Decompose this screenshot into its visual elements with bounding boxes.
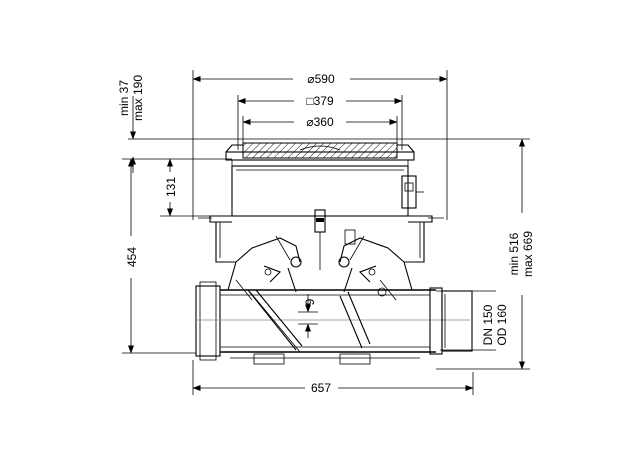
dimension-657: 657 <box>192 360 474 395</box>
total-height-min: min 516 <box>507 232 521 275</box>
dimension-590: ⌀590 <box>192 70 448 220</box>
water-seal-label: 9 <box>303 298 317 305</box>
pipe-dn: DN 150 <box>481 304 495 345</box>
pipe-body <box>195 261 473 365</box>
dimension-590-label: ⌀590 <box>307 72 335 86</box>
backwater-valve-assembly <box>235 209 405 297</box>
dimension-height-adjust: min 37 max 190 <box>117 75 530 173</box>
height-adjust-min: min 37 <box>117 80 131 116</box>
dimension-131-label: 131 <box>164 177 178 197</box>
dimension-water-seal: 9 <box>298 294 318 338</box>
dimension-360-label: ⌀360 <box>306 115 334 129</box>
flaps <box>235 279 397 353</box>
total-height-max: max 669 <box>521 231 535 277</box>
dimension-657-label: 657 <box>311 381 331 395</box>
height-adjust-max: max 190 <box>131 75 145 121</box>
dimension-379: □379 <box>237 94 403 150</box>
dimension-379-label: □379 <box>306 94 334 108</box>
dimension-total-height: min 516 max 669 <box>436 138 535 370</box>
dimension-454: 454 <box>122 158 196 354</box>
upper-body <box>198 165 444 263</box>
dimension-454-label: 454 <box>125 247 139 267</box>
grate-frame <box>225 142 415 166</box>
pipe-od: OD 160 <box>495 304 509 346</box>
dimension-360: ⌀360 <box>242 115 398 150</box>
dimension-131: 131 <box>160 158 232 217</box>
